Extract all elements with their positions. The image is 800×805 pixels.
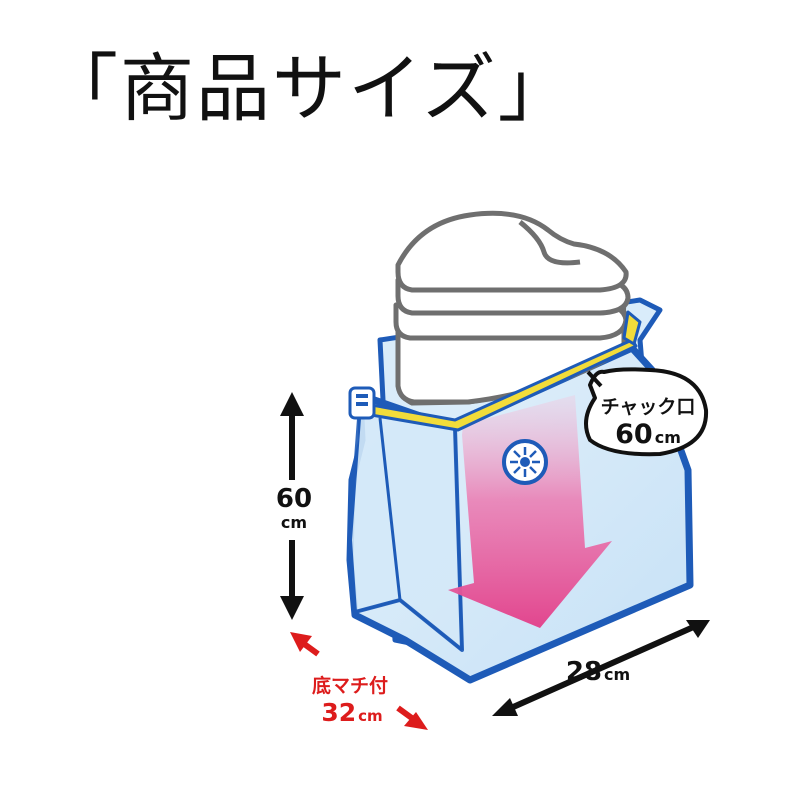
height-value: 60	[276, 484, 312, 514]
width-value: 28	[566, 657, 602, 687]
zipper-slider	[348, 386, 376, 420]
gusset-value: 32	[321, 698, 356, 727]
height-unit: cm	[281, 513, 307, 532]
zipper-value: 60	[615, 419, 653, 450]
zipper-label: チャック口	[601, 396, 696, 418]
folded-towels-icon	[393, 210, 631, 406]
gusset-unit: cm	[358, 707, 383, 725]
gusset-label: 底マチ付	[312, 674, 388, 697]
page-title: 「商品サイズ」	[44, 46, 574, 132]
bag-fold-lines	[354, 417, 464, 652]
compress-arrow-icon	[448, 395, 612, 628]
height-dimension: 60 cm	[276, 392, 312, 620]
zipper-strip-right	[622, 310, 642, 346]
width-unit: cm	[604, 665, 630, 684]
zipper-unit: cm	[655, 428, 681, 447]
valve-icon	[502, 439, 548, 485]
